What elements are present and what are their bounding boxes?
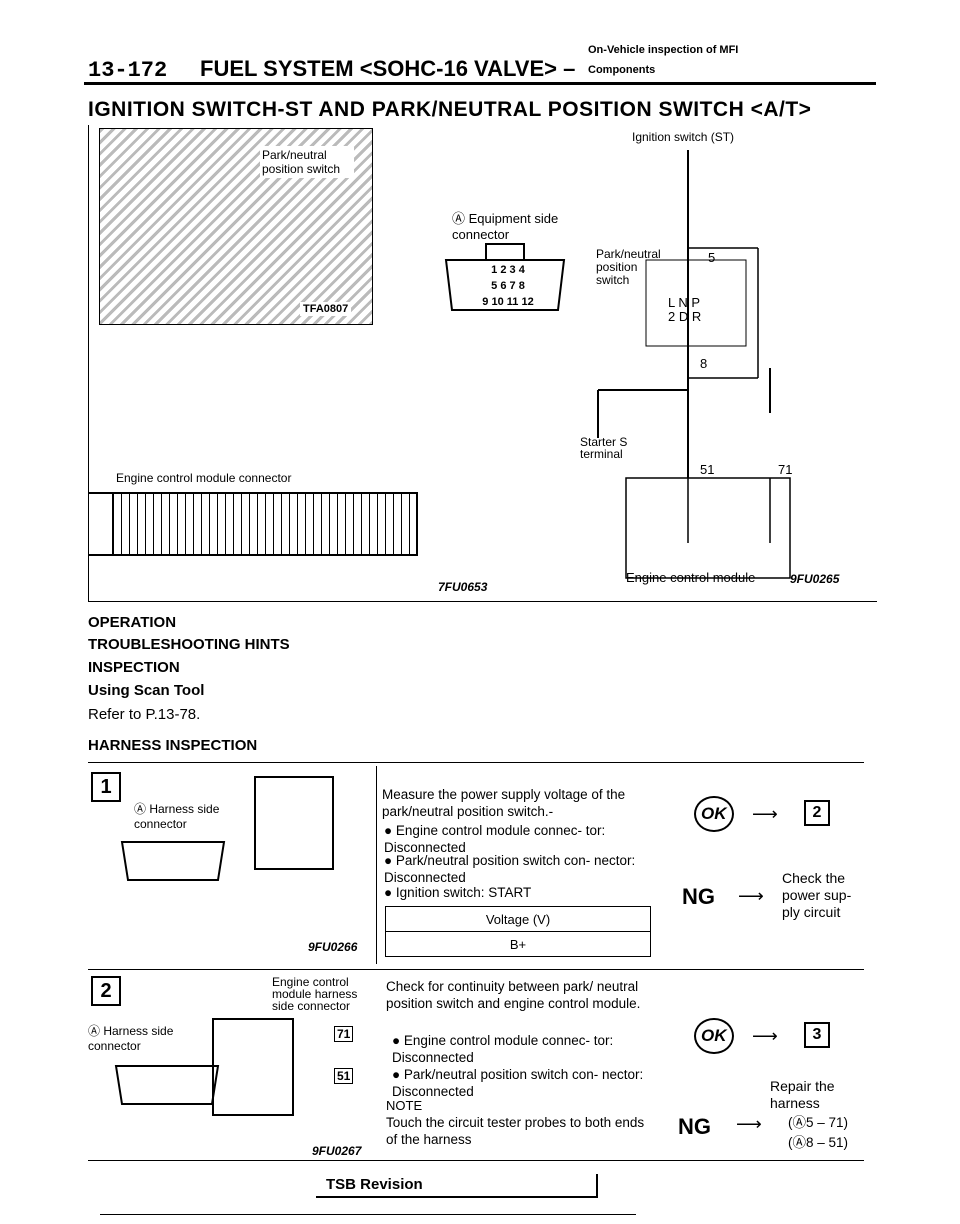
step2-ng-pair-1: (Ⓐ5 – 71) <box>788 1115 849 1130</box>
step1-measure: Measure the power supply voltage of the … <box>382 787 626 819</box>
pin-5: 5 <box>708 250 716 265</box>
step2-cond-1: ● Engine control module connec- tor: Dis… <box>392 1033 614 1065</box>
step2-connector-diagram <box>114 1065 220 1105</box>
step1-code: 9FU0266 <box>308 940 358 954</box>
step2-ecm-label: Engine control module harness side conne… <box>272 975 358 1013</box>
pin-71: 71 <box>778 462 793 477</box>
step2-ng-pair-2: (Ⓐ8 – 51) <box>788 1135 849 1150</box>
step2-check: Check for continuity between park/ neutr… <box>386 979 641 1011</box>
step2-ok-next: 3 <box>804 1022 830 1048</box>
ecm-connector-label: Engine control module connector <box>116 471 292 485</box>
step2-harness-label: Ⓐ Harness side connector <box>88 1024 174 1053</box>
ecm-connector-bar <box>88 492 112 556</box>
step1-divider <box>376 766 377 964</box>
photo-code: TFA0807 <box>300 302 352 316</box>
step2-ok-arrow: ⟶ <box>752 1026 778 1046</box>
switch-photo <box>99 128 373 325</box>
ecm-connector-diagram <box>112 492 418 556</box>
pin-8: 8 <box>700 356 708 371</box>
step2-number: 2 <box>91 976 121 1006</box>
footer-rule <box>100 1214 636 1215</box>
step2-note: Touch the circuit tester probes to both … <box>386 1115 645 1147</box>
step1-ok-arrow: ⟶ <box>752 804 778 824</box>
inspection-heading: INSPECTION <box>88 659 180 676</box>
equipment-connector-label: Ⓐ Equipment side connector <box>452 211 559 242</box>
step2-cond-2: ● Park/neutral position switch con- nect… <box>392 1067 644 1099</box>
ignition-switch-label: Ignition switch (ST) <box>632 130 735 144</box>
pin-51: 51 <box>700 462 715 477</box>
step1-ok: OK <box>694 796 734 832</box>
refer-text: Refer to P.13-78. <box>88 706 201 723</box>
header-subtitle-1: On-Vehicle inspection of MFI <box>588 44 739 56</box>
step2-ng: NG <box>678 1114 711 1139</box>
page-number: 13-172 <box>88 58 168 83</box>
step1-ng-arrow: ⟶ <box>738 886 764 906</box>
harness-heading: HARNESS INSPECTION <box>88 737 258 754</box>
step1-cond-2: ● Park/neutral position switch con- nect… <box>384 853 636 885</box>
step1-connector-diagram <box>120 841 226 881</box>
pn-switch-label: Park/neutral position switch <box>596 247 661 287</box>
step2-note-title: NOTE <box>386 1098 423 1113</box>
starter-terminal-label: Starter S terminal <box>580 435 628 461</box>
step2-ng-action: Repair the harness <box>770 1078 835 1111</box>
operation-heading: OPERATION <box>88 614 177 631</box>
step1-voltage-table: Voltage (V) B+ <box>385 906 651 957</box>
step1-number: 1 <box>91 772 121 802</box>
equipment-connector-diagram <box>444 243 566 311</box>
step1-box <box>88 762 864 970</box>
step1-ok-next: 2 <box>804 800 830 826</box>
header-subtitle-2: Components <box>588 64 656 76</box>
schematic-diagram <box>597 150 791 579</box>
header-title: FUEL SYSTEM <SOHC-16 VALVE> – <box>200 56 576 81</box>
step2-ng-arrow: ⟶ <box>736 1114 762 1134</box>
equipment-connector-pins: 1 2 3 4 5 6 7 8 9 10 11 12 <box>482 264 534 308</box>
step1-harness-label: Ⓐ Harness side connector <box>134 802 220 831</box>
figure-area <box>88 125 877 602</box>
step2-ok: OK <box>694 1018 734 1054</box>
step2-meter <box>212 1018 294 1116</box>
header-rule <box>84 82 876 85</box>
figure2-code: 9FU0265 <box>790 572 840 586</box>
step2-bottom-rule <box>88 1160 864 1161</box>
figure1-code: 7FU0653 <box>438 580 488 594</box>
step1-meter <box>254 776 334 870</box>
step1-cond-3: ● Ignition switch: START <box>384 885 532 900</box>
photo-label: Park/neutral position switch <box>260 146 354 178</box>
tsb-box <box>316 1174 598 1198</box>
step2-pin-71: 71 <box>334 1026 354 1042</box>
voltage-header: Voltage (V) <box>385 906 651 932</box>
section-title: IGNITION SWITCH-ST AND PARK/NEUTRAL POSI… <box>88 98 812 121</box>
pn-positions: L N P 2 D R <box>668 295 702 324</box>
voltage-value: B+ <box>385 931 651 957</box>
step2-code: 9FU0267 <box>312 1144 362 1158</box>
scan-tool-heading: Using Scan Tool <box>88 682 205 699</box>
step1-ng-action: Check the power sup- ply circuit <box>782 870 852 920</box>
troubleshooting-heading: TROUBLESHOOTING HINTS <box>88 636 290 653</box>
step1-cond-1: ● Engine control module connec- tor: Dis… <box>384 823 606 855</box>
step2-pin-51: 51 <box>334 1068 354 1084</box>
ecm-label: Engine control module <box>626 570 756 585</box>
tsb-revision: TSB Revision <box>326 1176 423 1193</box>
step1-ng: NG <box>682 884 715 909</box>
